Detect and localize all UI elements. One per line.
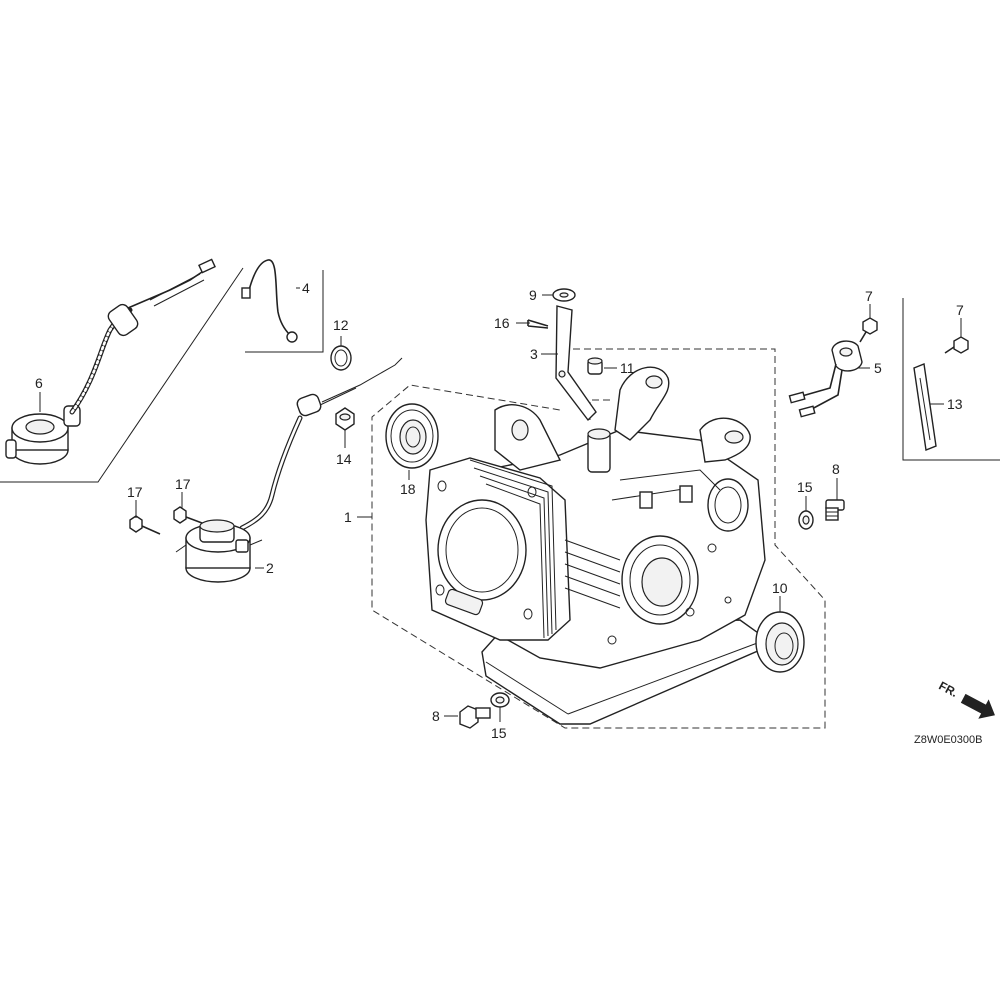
callout-7a: 7	[865, 288, 873, 304]
callout-13: 13	[947, 396, 963, 412]
part-12-o-ring	[330, 345, 352, 371]
callout-11: 11	[620, 360, 635, 376]
control-cable	[239, 357, 403, 531]
callout-6: 6	[35, 375, 43, 391]
part-4-ground-wire	[241, 259, 298, 343]
part-16-pin	[527, 319, 549, 329]
callout-18: 18	[400, 481, 416, 497]
callout-5: 5	[874, 360, 882, 376]
front-label: FR.	[937, 679, 961, 700]
part-11-collar	[587, 357, 603, 375]
leader-lines	[39, 287, 962, 722]
part-14-nut	[335, 407, 355, 431]
callout-15a: 15	[797, 479, 813, 495]
callout-10: 10	[772, 580, 788, 596]
callout-17a: 17	[127, 484, 143, 500]
callout-1: 1	[344, 509, 352, 525]
part-8-drain-plugs	[459, 499, 845, 729]
part-1-crankcase	[425, 366, 770, 725]
callout-7b: 7	[956, 302, 964, 318]
front-direction-indicator: FR.	[937, 679, 995, 719]
part-18-bearing	[385, 403, 439, 469]
part-9-washer	[552, 288, 576, 302]
front-arrow-icon	[960, 693, 995, 719]
callout-16: 16	[494, 315, 510, 331]
callout-8a: 8	[832, 461, 840, 477]
callout-12: 12	[333, 317, 349, 333]
part-7-bolts	[859, 317, 969, 354]
callout-2: 2	[266, 560, 274, 576]
frame-lines	[0, 267, 1000, 483]
callout-3: 3	[530, 346, 538, 362]
callout-14: 14	[336, 451, 352, 467]
part-2-solenoid	[175, 519, 263, 583]
callout-labels: 1 2 3 4 5 6 7 7 8 8 9 10 11 12 13 14 15 …	[35, 280, 964, 741]
callout-4: 4	[302, 280, 310, 296]
diagram-code: Z8W0E0300B	[914, 734, 982, 746]
callout-9: 9	[529, 287, 537, 303]
part-13-strip	[913, 363, 937, 451]
callout-15b: 15	[491, 725, 507, 741]
part-5-oil-switch	[788, 340, 863, 418]
callout-17b: 17	[175, 476, 191, 492]
callout-8b: 8	[432, 708, 440, 724]
part-6-switch-housing	[5, 258, 216, 465]
part-10-oil-seal	[755, 611, 805, 673]
part-3-governor-arm	[555, 305, 597, 422]
part-17-bolts	[129, 506, 203, 535]
